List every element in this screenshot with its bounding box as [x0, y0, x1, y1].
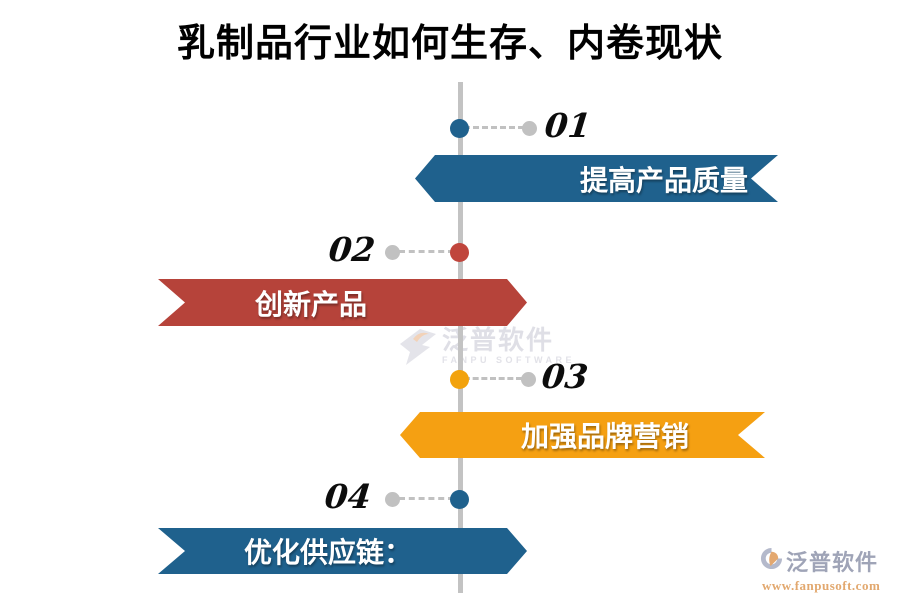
- corner-watermark: 泛普软件 www.fanpusoft.com: [760, 545, 880, 594]
- banner-brand-marketing: 加强品牌营销: [400, 412, 765, 458]
- connector-end-dot-3: [521, 372, 536, 387]
- watermark-subtitle: FANPU SOFTWARE: [442, 354, 576, 365]
- banner-label-3: 加强品牌营销: [520, 422, 689, 453]
- step-number-3: 03: [539, 357, 590, 396]
- banner-innovate-products: 创新产品: [158, 279, 527, 326]
- banner-label-4: 优化供应链：: [244, 538, 413, 569]
- step-number-1: 01: [542, 106, 593, 145]
- banner-improve-quality: 提高产品质量: [415, 155, 778, 202]
- connector-end-dot-1: [522, 121, 537, 136]
- connector-end-dot-4: [385, 492, 400, 507]
- timeline-axis: [458, 82, 463, 593]
- timeline-dot-4: [450, 490, 469, 509]
- page-title: 乳制品行业如何生存、内卷现状: [176, 23, 723, 65]
- connector-end-dot-2: [385, 245, 400, 260]
- banner-optimize-supply-chain: 优化供应链：: [158, 528, 527, 574]
- connector-4: [399, 497, 454, 500]
- corner-watermark-url: www.fanpusoft.com: [762, 578, 881, 593]
- connector-1: [464, 126, 524, 129]
- step-number-2: 02: [326, 230, 377, 269]
- connector-2: [399, 250, 454, 253]
- timeline-dot-3: [450, 370, 469, 389]
- step-number-4: 04: [322, 477, 373, 516]
- fanpu-logo-icon-small: [760, 547, 783, 575]
- timeline-dot-1: [450, 119, 469, 138]
- fanpu-logo-icon: [396, 326, 438, 373]
- timeline-dot-2: [450, 243, 469, 262]
- banner-label-1: 提高产品质量: [579, 165, 748, 197]
- banner-label-2: 创新产品: [255, 289, 368, 321]
- connector-3: [464, 377, 522, 380]
- corner-watermark-name: 泛普软件: [786, 550, 879, 575]
